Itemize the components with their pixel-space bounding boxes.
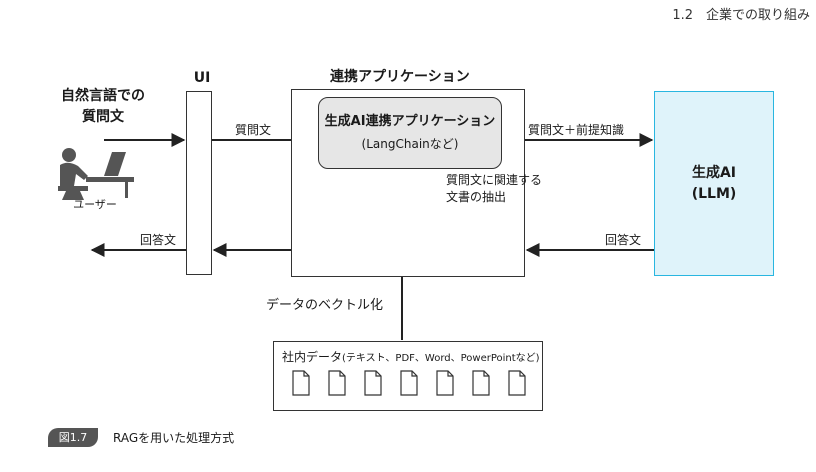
ui-column [186,91,212,275]
question-title: 自然言語での 質問文 [48,86,158,128]
document-icon [292,370,310,396]
internal-data-types: (テキスト、PDF、Word、PowerPointなど) [342,353,540,364]
figure-caption: RAGを用いた処理方式 [113,431,235,445]
label-answer-to-user: 回答文 [140,233,177,247]
genai-app-box: 生成AI連携アプリケーション (LangChainなど) [318,97,502,169]
extract-line1: 質問文に関連する [446,173,543,187]
section-header: 1.2 企業での取り組み [672,8,810,23]
internal-data-name: 社内データ [282,350,343,364]
genai-app-name: 生成AI連携アプリケーション [324,114,496,129]
document-icon [508,370,526,396]
ui-label: UI [193,70,211,86]
question-line2: 質問文 [82,109,124,125]
label-question-to-app: 質問文 [235,123,272,137]
db-label: 知識DB [378,232,426,247]
label-answer-from-llm: 回答文 [605,233,642,247]
document-icon [364,370,382,396]
document-icon [436,370,454,396]
label-question-to-llm: 質問文＋前提知識 [528,123,625,137]
genai-app-example: (LangChainなど) [361,137,459,151]
document-icon [472,370,490,396]
label-vectorize: データのベクトル化 [266,298,384,313]
label-extract: 質問文に関連する 文書の抽出 [446,172,542,206]
llm-box: 生成AI (LLM) [654,91,774,276]
llm-name: 生成AI [691,165,737,181]
app-title: 連携アプリケーション [330,69,470,85]
llm-type: (LLM) [691,186,737,202]
internal-data-title: 社内データ(テキスト、PDF、Word、PowerPointなど) [282,346,540,365]
document-icon [400,370,418,396]
document-icon [328,370,346,396]
user-at-desk-icon [58,148,134,200]
user-label: ユーザー [73,198,117,211]
figure-badge: 図1.7 [48,428,98,447]
extract-line2: 文書の抽出 [446,190,507,204]
question-line1: 自然言語での [61,88,145,104]
